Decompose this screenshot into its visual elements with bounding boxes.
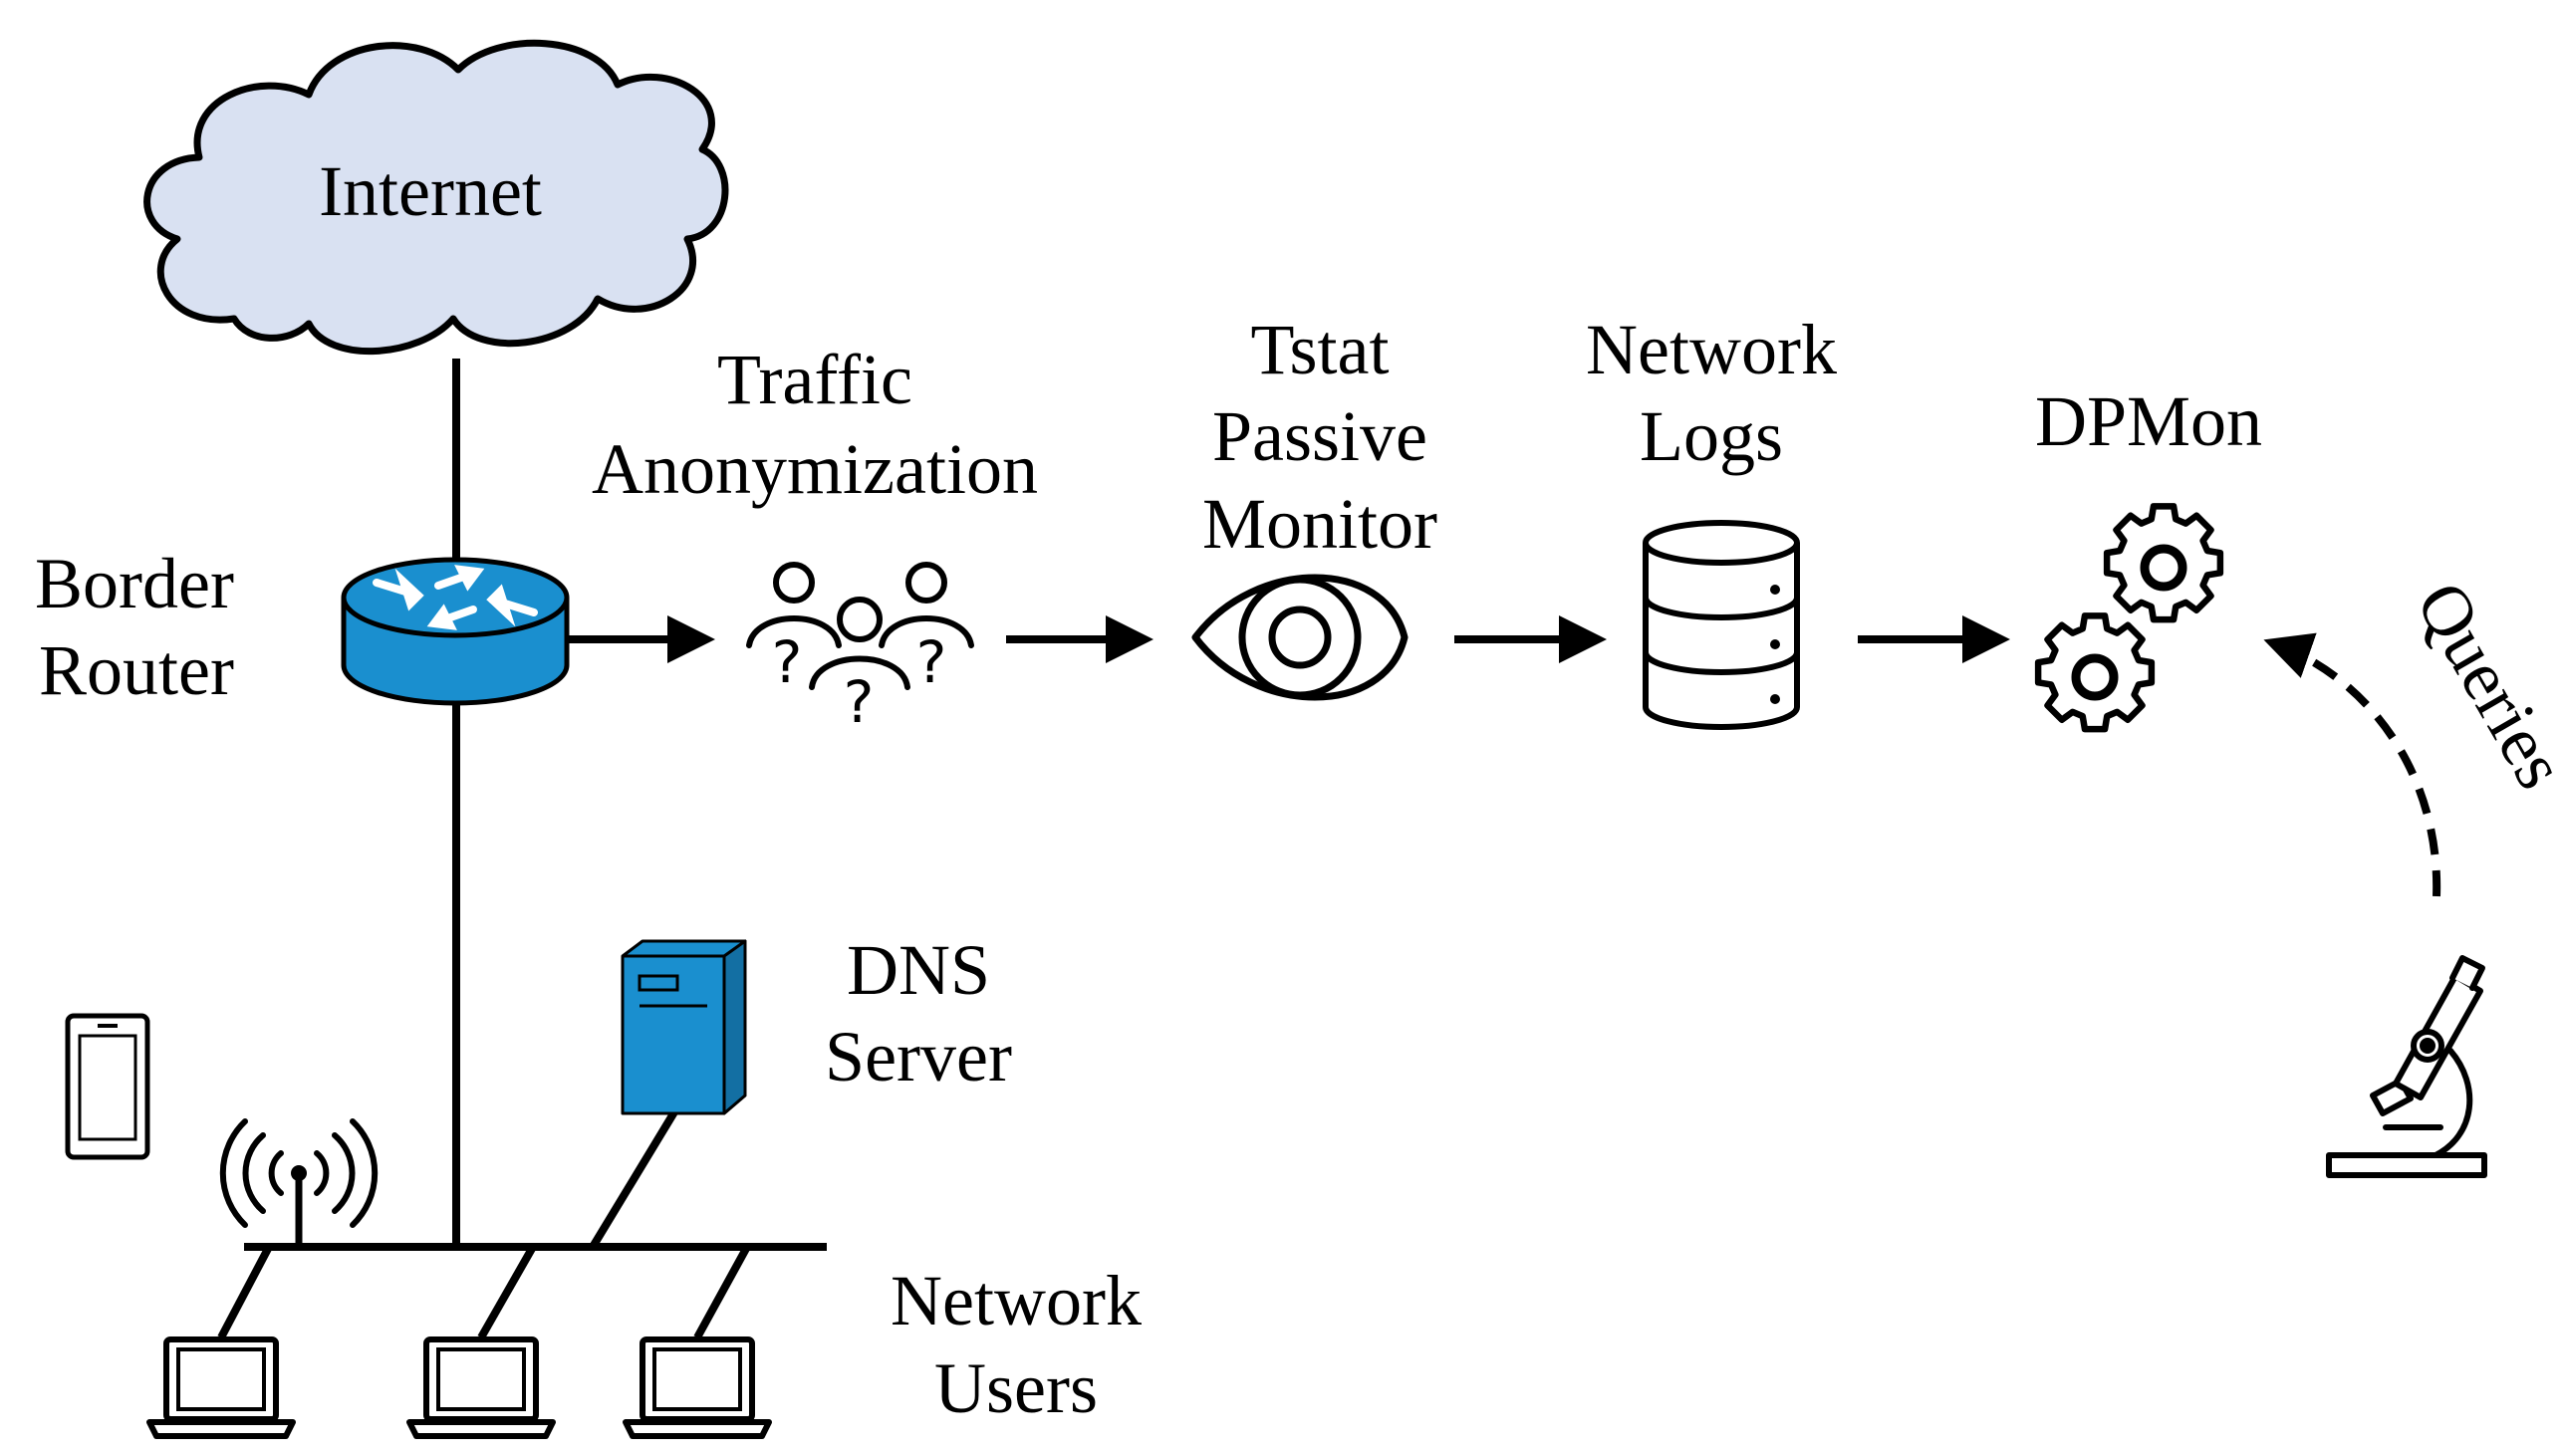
microscope-icon: [2326, 955, 2487, 1178]
tstat-label-1: Tstat: [1251, 310, 1390, 389]
network-users-label-2: Users: [934, 1348, 1098, 1428]
anonymous-users-icon: ? ? ?: [746, 562, 974, 736]
dns-link-line: [589, 1107, 679, 1250]
server-tower-icon: [621, 939, 747, 1115]
queries-label: Queries: [2401, 569, 2565, 802]
database-icon: [1643, 520, 1800, 730]
dpmon-label: DPMon: [2035, 381, 2262, 461]
router-icon: [341, 557, 570, 706]
svg-text:?: ?: [844, 668, 875, 736]
queries-arrow: [2263, 632, 2441, 897]
tstat-label-3: Monitor: [1202, 484, 1437, 564]
network-logs-label-2: Logs: [1640, 396, 1783, 476]
smartphone-icon: [65, 1013, 150, 1160]
eye-icon: [1191, 574, 1409, 701]
network-logs-label-1: Network: [1586, 310, 1837, 389]
cloud-icon: [143, 39, 729, 355]
network-users-label-1: Network: [891, 1261, 1142, 1340]
laptop-3-link: [693, 1245, 751, 1339]
laptop-icon: [626, 1339, 769, 1436]
dns-server-label-2: Server: [825, 1017, 1012, 1096]
tstat-label-2: Passive: [1212, 396, 1427, 476]
gears-icon: [2038, 506, 2220, 729]
svg-text:?: ?: [916, 628, 947, 696]
traffic-anonymization-label-2: Anonymization: [592, 429, 1038, 509]
svg-text:?: ?: [772, 628, 803, 696]
laptop-2-link: [477, 1245, 537, 1339]
traffic-anonymization-label-1: Traffic: [717, 340, 912, 419]
border-router-label-1: Border: [35, 544, 234, 623]
internet-label: Internet: [319, 151, 542, 231]
laptop-1-link: [217, 1245, 273, 1339]
border-router-label-2: Router: [39, 630, 234, 710]
dns-server-label-1: DNS: [847, 930, 990, 1010]
laptop-icon: [149, 1339, 293, 1436]
laptop-icon: [409, 1339, 553, 1436]
wireless-antenna-icon: [219, 1118, 379, 1247]
